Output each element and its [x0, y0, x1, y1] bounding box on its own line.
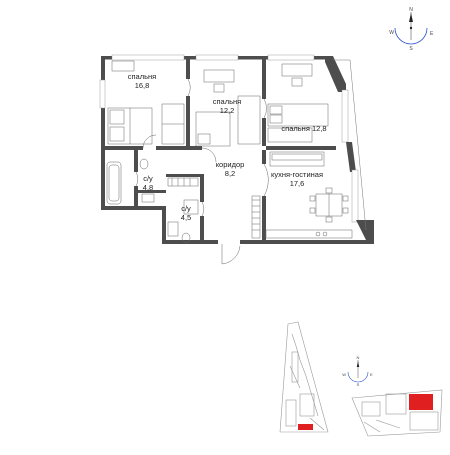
exterior-walls [99, 54, 374, 244]
room-area: 16,8 [134, 81, 150, 90]
room-label-bathroom-2: с/у 4,5 [176, 204, 196, 222]
room-name: с/у [181, 204, 191, 213]
dining-table-icon [309, 187, 349, 223]
unit-location-marker [298, 424, 313, 430]
room-area: 4,8 [142, 183, 154, 192]
room-label-corridor: коридор 8,2 [208, 160, 252, 178]
small-compass-n-label: N [357, 355, 360, 360]
room-label-kitchen-living: кухня-гостиная 17,6 [266, 170, 328, 188]
room-name: спальня [212, 97, 242, 106]
building-highlight [409, 394, 433, 410]
small-compass-e-label: E [370, 372, 373, 377]
bed-icon [107, 107, 153, 145]
room-area: 12,2 [219, 106, 235, 115]
sofa-icon [269, 151, 325, 167]
compass-w-label: W [389, 30, 394, 36]
room-label-bathroom-1: с/у 4,8 [138, 174, 158, 192]
furniture [106, 60, 353, 265]
room-name: спальня [127, 72, 157, 81]
site-plan-right [351, 389, 443, 437]
room-area: 17,6 [289, 179, 305, 188]
small-compass-s-label: S [357, 382, 360, 387]
compass-n-label: N [409, 7, 413, 13]
interior-walls [105, 59, 336, 244]
bathtub-icon [106, 161, 122, 205]
compass-s-label: S [409, 46, 413, 52]
small-compass-w-label: W [342, 372, 346, 377]
room-name: кухня-гостиная [270, 170, 324, 179]
room-name: коридор [215, 160, 245, 169]
room-area: 8,2 [224, 169, 236, 178]
room-label-bedroom-2: спальня 12,2 [205, 97, 249, 115]
room-name: спальня [281, 124, 310, 133]
desk-icon [203, 69, 235, 93]
compass-e-label: E [430, 31, 434, 37]
room-name: с/у [143, 174, 153, 183]
room-area: 12,8 [311, 124, 327, 133]
room-area: 4,5 [180, 213, 192, 222]
site-plan-left [279, 321, 329, 433]
compass-small-icon: N S E W [342, 355, 373, 387]
room-label-bedroom-3: спальня 12,8 [276, 124, 332, 133]
compass-main-icon: N S E W [389, 7, 434, 52]
room-label-bedroom-1: спальня 16,8 [120, 72, 164, 90]
